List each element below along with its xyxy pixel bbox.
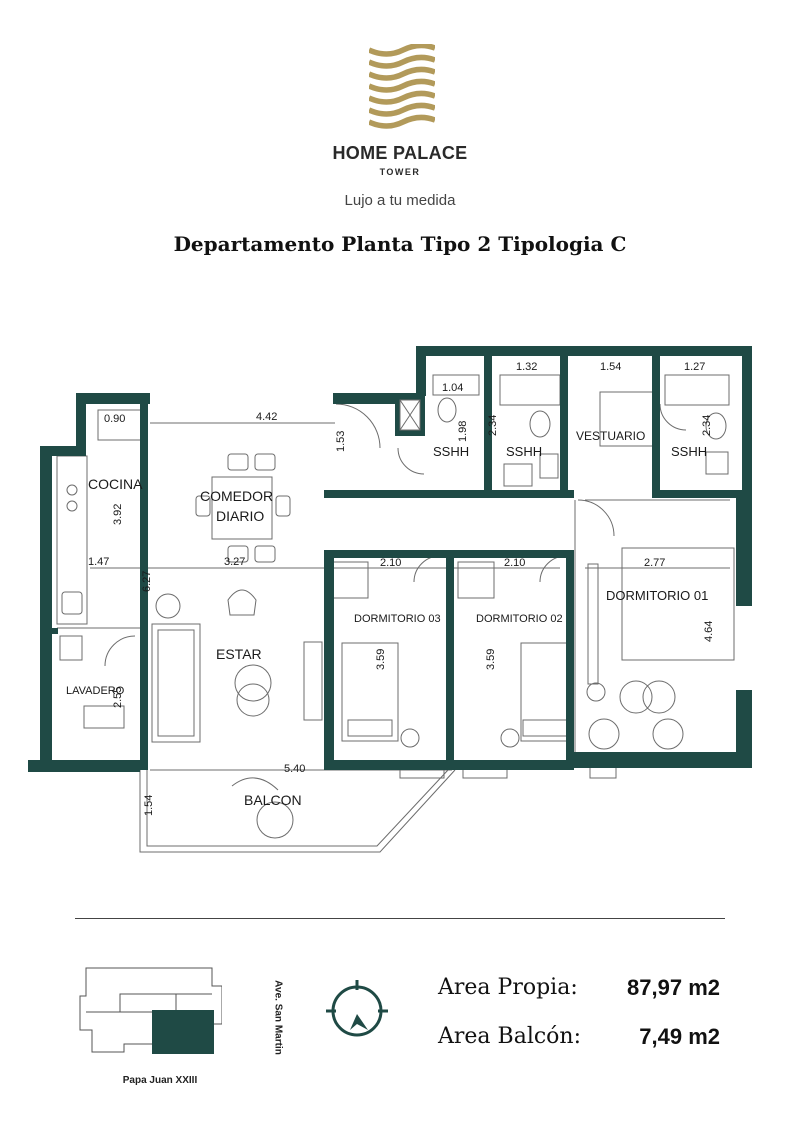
area-propia-value: 87,97 m2 — [627, 975, 720, 1000]
brand-name: HOME PALACE — [332, 143, 468, 163]
room-label-dormitorio-01: DORMITORIO 01 — [606, 588, 708, 603]
plan-title: Departamento Planta Tipo 2 Tipologia C — [173, 232, 627, 256]
dim-label: 1.27 — [684, 361, 705, 373]
dim-label: 3.59 — [375, 649, 387, 670]
room-label-balcon: BALCON — [244, 792, 302, 808]
dim-label: 2.34 — [487, 415, 499, 436]
footer-divider — [75, 918, 725, 919]
room-label-lavadero: LAVADERO — [66, 685, 125, 697]
brand-tagline: Lujo a tu medida — [344, 192, 456, 209]
room-label-comedor: COMEDOR — [200, 488, 273, 504]
dim-label: 2.77 — [644, 557, 665, 569]
dim-label: 1.32 — [516, 361, 537, 373]
room-label-vestuario: VESTUARIO — [576, 429, 645, 443]
room-label-sshh-3: SSHH — [671, 444, 707, 459]
dim-label: 2.10 — [380, 557, 401, 569]
room-label-sshh-1: SSHH — [433, 444, 469, 459]
room-label-dormitorio-03: DORMITORIO 03 — [354, 613, 441, 625]
room-label-diario: DIARIO — [216, 508, 264, 524]
site-location-map — [79, 967, 222, 1054]
area-balcon-row: Area Balcón: 7,49 m2 — [438, 1024, 738, 1060]
dim-label: 5.40 — [284, 763, 305, 775]
room-label-dormitorio-02: DORMITORIO 02 — [476, 613, 563, 625]
dim-label: 2.10 — [504, 557, 525, 569]
street-label-bottom: Papa Juan XXIII — [122, 1075, 198, 1086]
dim-label: 3.92 — [112, 504, 124, 525]
area-propia-row: Area Propia: 87,97 m2 — [438, 975, 738, 1011]
dim-label: 3.27 — [224, 556, 245, 568]
dim-label: 1.54 — [143, 795, 155, 816]
street-label-side: Ave. San Martin — [272, 980, 284, 1055]
area-balcon-label: Area Balcón: — [438, 1024, 581, 1049]
dim-label: 6.27 — [141, 571, 153, 592]
dim-label: 4.64 — [703, 621, 715, 642]
room-label-estar: ESTAR — [216, 646, 262, 662]
brand-subtitle: TOWER — [379, 167, 421, 177]
dim-label: 3.59 — [485, 649, 497, 670]
compass-icon — [326, 980, 388, 1037]
room-label-cocina: COCINA — [88, 476, 143, 492]
area-balcon-value: 7,49 m2 — [639, 1024, 720, 1049]
dim-label: 2.34 — [701, 415, 713, 436]
dim-label: 2.55 — [112, 687, 124, 708]
dim-label: 1.04 — [442, 382, 463, 394]
area-propia-label: Area Propia: — [438, 975, 578, 1000]
dim-label: 1.54 — [600, 361, 621, 373]
brand-logo-icon — [369, 44, 435, 129]
dim-label: 1.98 — [457, 421, 469, 442]
dim-label: 1.47 — [88, 556, 109, 568]
room-label-sshh-2: SSHH — [506, 444, 542, 459]
dim-label: 0.90 — [104, 413, 125, 425]
dim-label: 4.42 — [256, 411, 277, 423]
floor-plan: COCINA COMEDOR DIARIO ESTAR LAVADERO BAL… — [28, 346, 752, 853]
dim-label: 1.53 — [335, 431, 347, 452]
